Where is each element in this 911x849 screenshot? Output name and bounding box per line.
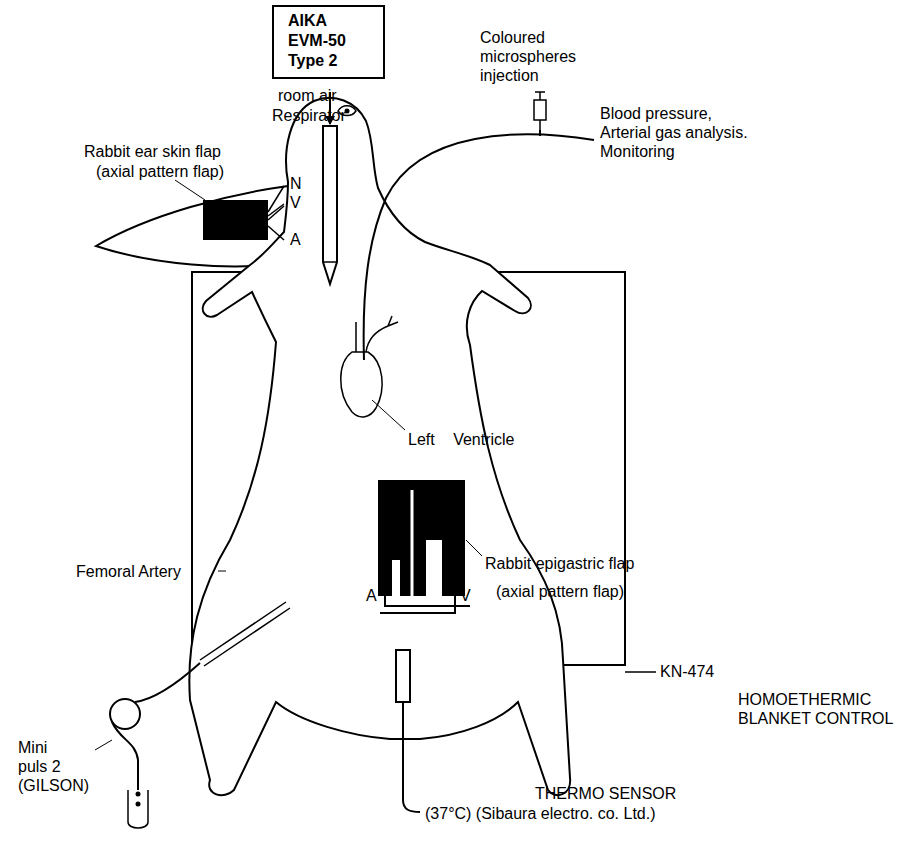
epigastric-vessels — [380, 596, 470, 613]
ventricular-catheter — [364, 134, 594, 360]
leader-line — [95, 740, 112, 750]
artery-letter: A — [290, 230, 301, 249]
vein-letter: V — [290, 193, 301, 212]
flap-label: Rabbit epigastric flap — [485, 554, 634, 573]
artery-letter: A — [366, 586, 377, 605]
vein-line — [268, 206, 284, 220]
collection-tube — [128, 790, 148, 828]
vein-line — [268, 204, 284, 216]
flap-label: Rabbit ear skin flap — [84, 142, 221, 161]
drop — [136, 792, 141, 797]
rectal-probe — [396, 650, 410, 702]
chamber-label: Left Ventricle — [408, 430, 515, 449]
leader-line — [625, 671, 656, 673]
sensor-label: THERMO SENSOR — [535, 784, 676, 803]
sampling-tube — [135, 663, 200, 702]
pump-label: Mini puls 2 (GILSON) — [18, 738, 73, 795]
flap-gap — [411, 490, 414, 596]
leader-line — [218, 571, 226, 572]
vessel-label: Femoral Artery — [76, 562, 181, 581]
artery-line — [268, 226, 284, 240]
equipment-box: AIKA EVM-50 Type 2 — [272, 5, 385, 79]
injection-port — [539, 130, 541, 136]
tube-cuff — [323, 261, 337, 263]
heart — [341, 352, 382, 417]
model-number: KN-474 — [660, 662, 714, 681]
monitoring-label: Blood pressure, Arterial gas analysis. M… — [600, 104, 750, 161]
leader-line — [175, 180, 205, 200]
nerve-letter: N — [290, 174, 302, 193]
peristaltic-pump — [110, 699, 140, 729]
ear-skin-flap — [203, 200, 268, 240]
epigastric-flap — [378, 480, 465, 596]
rabbit-body — [189, 98, 570, 795]
leader-line — [466, 540, 482, 556]
vein-letter: V — [460, 586, 471, 605]
sensor-cable — [403, 702, 420, 812]
syringe — [534, 92, 546, 130]
injection-label: Coloured microspheres injection — [480, 28, 580, 85]
box-label: AIKA EVM-50 Type 2 — [288, 11, 363, 71]
flap-subtitle: (axial pattern flap) — [496, 582, 624, 601]
air-source: room air — [278, 86, 337, 105]
flap-subtitle: (axial pattern flap) — [96, 162, 224, 181]
great-vessels — [356, 316, 398, 352]
outflow-tube — [112, 722, 138, 790]
sensor-detail: (37°C) (Sibaura electro. co. Ltd.) — [425, 804, 656, 823]
leader-line — [372, 400, 405, 430]
tracheal-tube — [323, 126, 337, 284]
femoral-cannula — [200, 602, 290, 666]
device-label: HOMOETHERMIC BLANKET CONTROL — [738, 690, 903, 728]
respirator-label: Respirator — [272, 106, 346, 125]
drop — [136, 802, 141, 807]
